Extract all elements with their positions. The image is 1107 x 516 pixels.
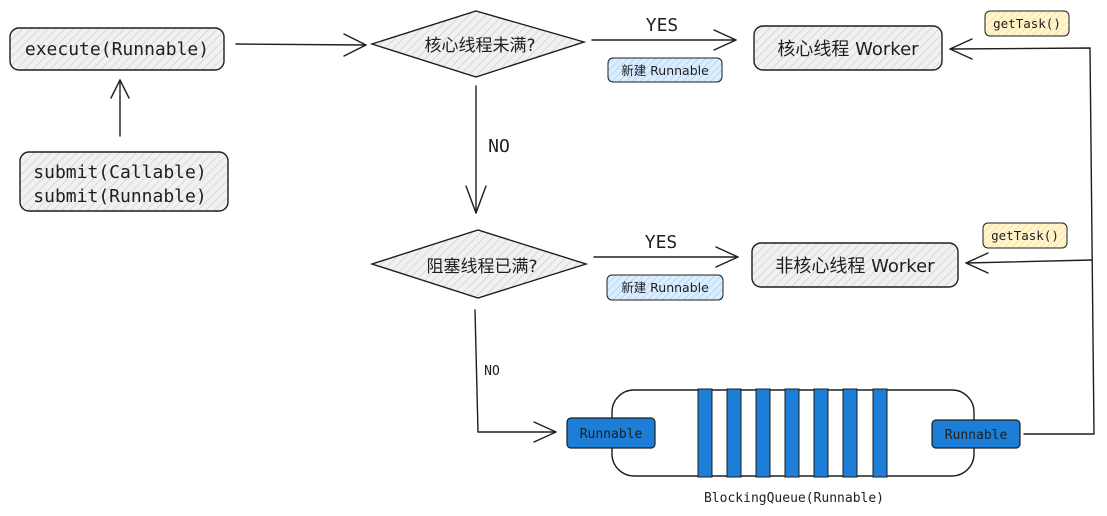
no-label-top: NO [488,136,510,157]
edge-execute-to-core-check [235,33,367,57]
blocking-queue[interactable]: Runnable Runnable [566,388,1021,478]
queue-caption: BlockingQueue(Runnable) [704,491,884,506]
queue-full-decision[interactable]: 阻塞线程已满? [369,229,589,299]
queue-in-label: Runnable [580,427,643,442]
new-runnable-tag-bottom: 新建 Runnable [606,274,724,301]
submit-node[interactable]: submit(Callable) submit(Runnable) [19,151,229,212]
new-runnable-text-top: 新建 Runnable [621,63,709,78]
no-label-bottom: NO [484,364,500,379]
queue-check-label: 阻塞线程已满? [426,257,537,277]
core-thread-decision[interactable]: 核心线程未满? [369,10,587,78]
edge-core-no [465,85,487,214]
get-task-tag-bottom: getTask() [982,222,1068,249]
execute-node[interactable]: execute(Runnable) [9,27,225,71]
new-runnable-text-bottom: 新建 Runnable [621,280,709,295]
submit-callable-label: submit(Callable) [33,162,206,183]
edge-queue-to-workers [949,38,1095,435]
core-check-label: 核心线程未满? [424,36,535,56]
get-task-tag-top: getTask() [984,10,1070,37]
execute-label: execute(Runnable) [25,39,209,60]
edge-submit-to-execute [110,79,130,137]
noncore-worker-label: 非核心线程 Worker [775,256,935,277]
edge-queue-no [474,309,557,443]
queue-out-item: Runnable [931,419,1021,449]
new-runnable-tag-top: 新建 Runnable [607,57,723,83]
yes-label-bottom: YES [645,232,678,253]
yes-label-top: YES [646,15,679,36]
submit-runnable-label: submit(Runnable) [33,186,206,207]
queue-out-label: Runnable [945,428,1008,443]
edge-queue-yes [593,246,739,268]
get-task-text-top: getTask() [993,16,1061,31]
noncore-worker-node[interactable]: 非核心线程 Worker [751,242,959,288]
core-worker-label: 核心线程 Worker [777,39,919,60]
get-task-text-bottom: getTask() [991,228,1059,243]
edge-core-yes [591,29,737,51]
core-worker-node[interactable]: 核心线程 Worker [753,25,943,71]
queue-slots [697,388,888,478]
queue-in-item: Runnable [566,417,656,449]
